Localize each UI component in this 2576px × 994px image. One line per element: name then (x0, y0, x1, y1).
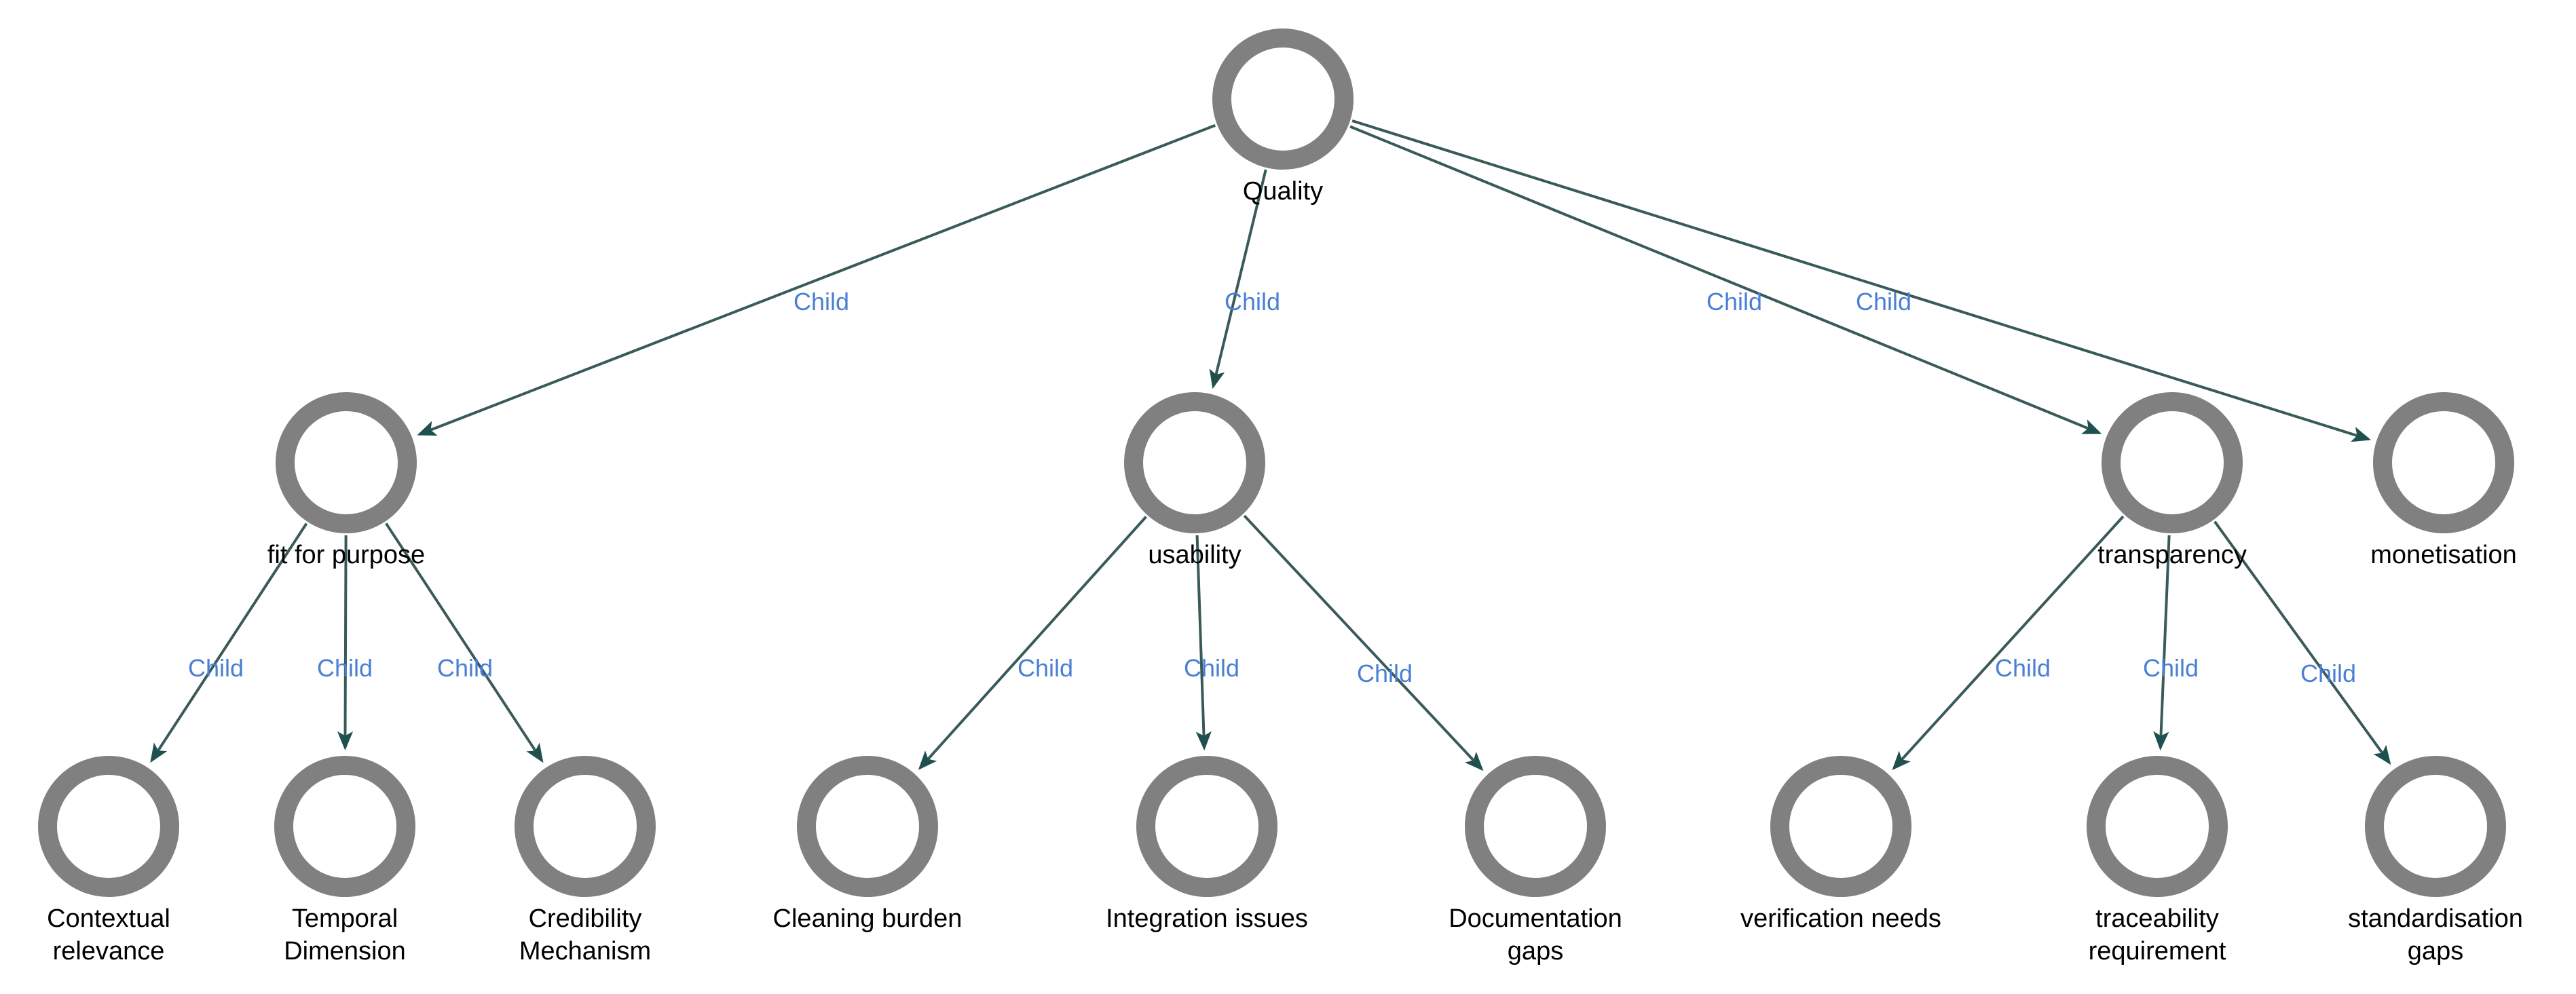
node-label-contextual-relevance: Contextual (47, 904, 170, 933)
node-circle-icon[interactable] (2373, 392, 2514, 533)
tree-node-integration-issues[interactable]: Integration issues (1106, 756, 1308, 933)
node-circle-icon[interactable] (1212, 28, 1354, 170)
nodes-layer: Quality fit for purpose usability transpare… (38, 28, 2523, 966)
edge-label-child: Child (317, 654, 373, 682)
node-circle-icon[interactable] (2365, 756, 2506, 897)
node-circle-icon[interactable] (797, 756, 938, 897)
node-label-traceability-requirement: traceability (2095, 904, 2219, 933)
node-label-integration-issues: Integration issues (1106, 904, 1308, 933)
tree-node-contextual-relevance[interactable]: Contextual relevance (38, 756, 179, 966)
node-label-traceability-requirement: requirement (2089, 937, 2226, 966)
node-label-standardisation-gaps: standardisation (2348, 904, 2523, 933)
tree-edge (417, 123, 1216, 436)
node-label-usability: usability (1148, 541, 1241, 569)
tree-node-documentation-gaps[interactable]: Documentation gaps (1449, 756, 1622, 966)
edge-label-child: Child (437, 654, 493, 682)
node-circle-icon[interactable] (2087, 756, 2228, 897)
tree-edge (337, 535, 354, 751)
tree-node-fit-for-purpose[interactable]: fit for purpose (267, 392, 425, 569)
node-circle-icon[interactable] (38, 756, 179, 897)
node-circle-icon[interactable] (2102, 392, 2243, 533)
edges-layer (150, 119, 2391, 771)
tree-node-traceability-requirement[interactable]: traceability requirement (2087, 756, 2228, 966)
tree-edge (2153, 535, 2171, 751)
node-circle-icon[interactable] (1770, 756, 1911, 897)
tree-edge (1243, 514, 1484, 771)
edge-label-child: Child (1184, 654, 1239, 682)
node-label-transparency: transparency (2097, 541, 2247, 569)
node-label-verification-needs: verification needs (1740, 904, 1941, 933)
node-label-quality: Quality (1243, 177, 1323, 206)
tree-node-usability[interactable]: usability (1124, 392, 1265, 569)
edge-label-child: Child (1995, 654, 2051, 682)
edge-label-child: Child (2300, 660, 2356, 687)
edge-label-child: Child (1706, 288, 1762, 316)
node-label-cleaning-burden: Cleaning burden (773, 904, 963, 933)
tree-node-standardisation-gaps[interactable]: standardisation gaps (2348, 756, 2523, 966)
edge-label-child: Child (1856, 288, 1911, 316)
tree-edge (150, 522, 308, 763)
tree-edge (918, 516, 1147, 770)
node-label-fit-for-purpose: fit for purpose (267, 541, 425, 569)
node-label-temporal-dimension: Temporal (292, 904, 398, 933)
tree-edge (1349, 125, 2102, 434)
node-circle-icon[interactable] (1136, 756, 1277, 897)
edge-label-child: Child (1357, 660, 1413, 687)
node-circle-icon[interactable] (515, 756, 656, 897)
node-circle-icon[interactable] (274, 756, 415, 897)
tree-edge (1892, 515, 2125, 771)
edge-label-child: Child (188, 654, 244, 682)
tree-edge (1209, 169, 1267, 389)
tree-node-monetisation[interactable]: monetisation (2370, 392, 2517, 569)
node-label-documentation-gaps: Documentation (1449, 904, 1622, 933)
edge-label-child: Child (2143, 654, 2199, 682)
node-label-contextual-relevance: relevance (53, 937, 165, 966)
node-circle-icon[interactable] (276, 392, 417, 533)
edge-label-child: Child (1018, 654, 1073, 682)
node-label-credibility-mechanism: Credibility (529, 904, 642, 933)
tree-node-cleaning-burden[interactable]: Cleaning burden (773, 756, 963, 933)
edge-label-child: Child (1225, 288, 1280, 316)
node-circle-icon[interactable] (1465, 756, 1606, 897)
tree-edge (1195, 535, 1212, 751)
tree-node-quality[interactable]: Quality (1212, 28, 1354, 206)
tree-edge (385, 522, 544, 763)
node-label-standardisation-gaps: gaps (2408, 937, 2463, 966)
node-label-credibility-mechanism: Mechanism (519, 937, 651, 966)
tree-node-verification-needs[interactable]: verification needs (1740, 756, 1941, 933)
node-circle-icon[interactable] (1124, 392, 1265, 533)
tree-node-transparency[interactable]: transparency (2097, 392, 2247, 569)
tree-edge (1351, 119, 2372, 442)
tree-edge (2214, 520, 2391, 765)
node-label-temporal-dimension: Dimension (284, 937, 406, 966)
edge-label-child: Child (794, 288, 849, 316)
node-label-documentation-gaps: gaps (1508, 937, 1563, 966)
node-label-monetisation: monetisation (2370, 541, 2516, 569)
